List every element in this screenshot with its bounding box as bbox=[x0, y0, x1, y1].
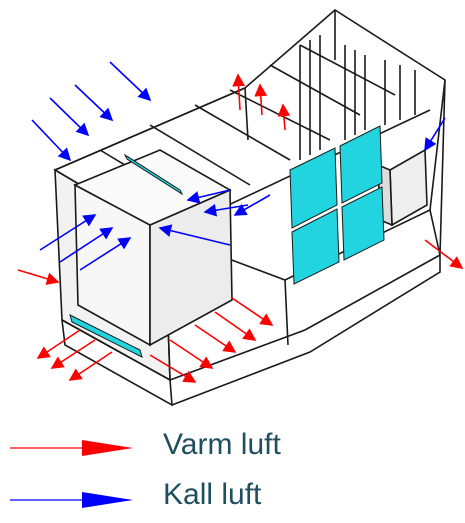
warm-air-arrow bbox=[277, 103, 291, 131]
legend-cold-label: Kall luft bbox=[163, 478, 262, 511]
warm-air-arrow bbox=[231, 297, 274, 326]
warm-air-arrow bbox=[68, 351, 113, 381]
warm-air-arrow bbox=[232, 73, 246, 111]
warm-air-arrow bbox=[17, 269, 60, 285]
heat-exchanger-panel-1 bbox=[289, 147, 338, 229]
right-end-frame bbox=[429, 79, 446, 256]
heat-exchanger-panel-4 bbox=[341, 186, 385, 261]
warm-air-arrows bbox=[17, 73, 464, 383]
cold-air-arrow bbox=[59, 227, 114, 263]
warm-air-arrow bbox=[424, 239, 464, 269]
legend-cold: Kall luft bbox=[0, 478, 465, 518]
warm-air-arrow bbox=[50, 339, 96, 369]
cold-air-arrow bbox=[31, 119, 72, 162]
legend-warm: Varm luft bbox=[0, 428, 465, 468]
beam-3 bbox=[194, 104, 291, 161]
beam-6 bbox=[299, 44, 396, 96]
heat-exchanger-panel-2 bbox=[339, 125, 383, 204]
warm-air-arrow bbox=[36, 329, 81, 359]
bottom-rail-front bbox=[61, 319, 173, 407]
post-2 bbox=[244, 87, 249, 141]
cold-air-arrows bbox=[31, 61, 446, 271]
legend-warm-label: Varm luft bbox=[163, 428, 281, 461]
cold-air-arrow bbox=[39, 214, 97, 251]
warm-air-arrow bbox=[149, 354, 197, 383]
cold-air-arrow bbox=[79, 237, 132, 271]
warm-air-arrow bbox=[194, 324, 237, 353]
beam-2 bbox=[149, 124, 251, 186]
heat-exchanger-panel-3 bbox=[291, 208, 340, 285]
bottom-rail-left bbox=[61, 254, 441, 381]
cold-air-arrow bbox=[424, 117, 446, 152]
cold-air-arrow bbox=[74, 84, 114, 122]
filter-strip-bottom bbox=[69, 314, 143, 358]
cold-air-arrow bbox=[49, 97, 90, 137]
filter-strip-top bbox=[123, 153, 184, 196]
cold-air-arrow bbox=[233, 194, 271, 216]
post-3 bbox=[284, 279, 289, 346]
cold-air-arrow bbox=[186, 189, 231, 204]
warm-air-arrow bbox=[169, 339, 214, 369]
legend-warm-arrow bbox=[10, 440, 133, 456]
warm-air-arrow bbox=[254, 83, 268, 116]
cold-air-arrow bbox=[109, 61, 152, 102]
bottom-rail-right bbox=[171, 255, 441, 406]
cold-air-arrow bbox=[158, 224, 231, 246]
warm-air-arrow bbox=[214, 311, 257, 341]
cyan-panels bbox=[69, 125, 385, 358]
legend-cold-arrow bbox=[10, 492, 133, 508]
beam-8 bbox=[54, 87, 246, 171]
container-frame bbox=[53, 9, 446, 407]
